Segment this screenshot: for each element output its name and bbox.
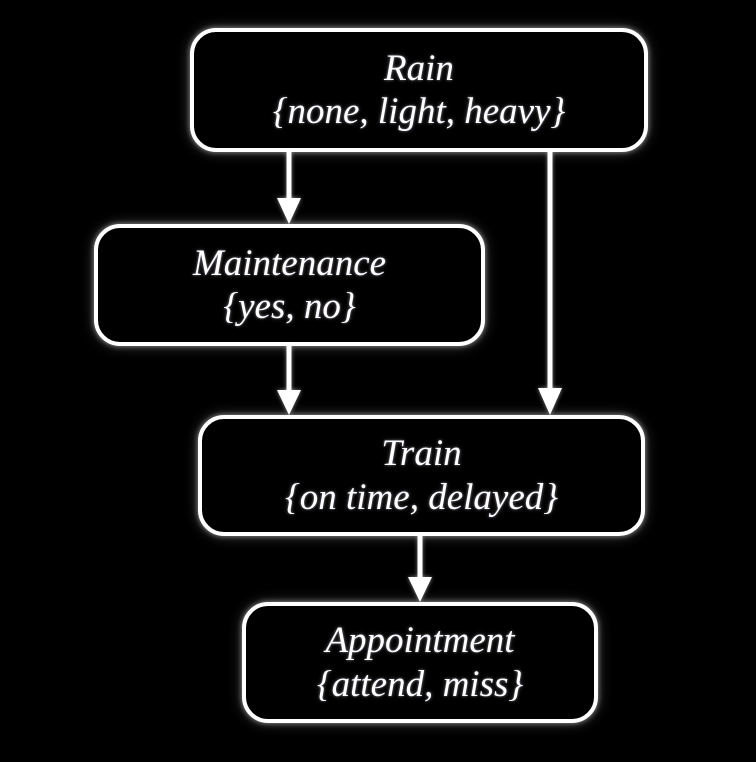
node-rain-label: Rain [384, 47, 454, 89]
edge-rain-to-maintenance [277, 152, 301, 224]
node-appointment-label: Appointment [325, 620, 515, 662]
node-maintenance-values: {yes, no} [223, 286, 356, 327]
edge-maintenance-to-train [277, 346, 301, 415]
node-rain-values: {none, light, heavy} [272, 91, 566, 132]
node-train[interactable]: Train {on time, delayed} [198, 415, 645, 536]
node-train-label: Train [381, 433, 462, 475]
node-appointment[interactable]: Appointment {attend, miss} [242, 602, 598, 723]
edge-rain-to-train [538, 152, 562, 415]
node-train-values: {on time, delayed} [284, 476, 559, 518]
node-rain[interactable]: Rain {none, light, heavy} [190, 28, 648, 152]
node-maintenance-label: Maintenance [192, 242, 387, 284]
edge-train-to-appointment [408, 536, 432, 602]
arrow-head-icon [538, 388, 562, 415]
node-appointment-values: {attend, miss} [316, 663, 524, 705]
arrow-head-icon [277, 198, 301, 224]
node-maintenance[interactable]: Maintenance {yes, no} [94, 224, 485, 346]
arrow-head-icon [408, 577, 432, 602]
arrow-head-icon [277, 390, 301, 415]
